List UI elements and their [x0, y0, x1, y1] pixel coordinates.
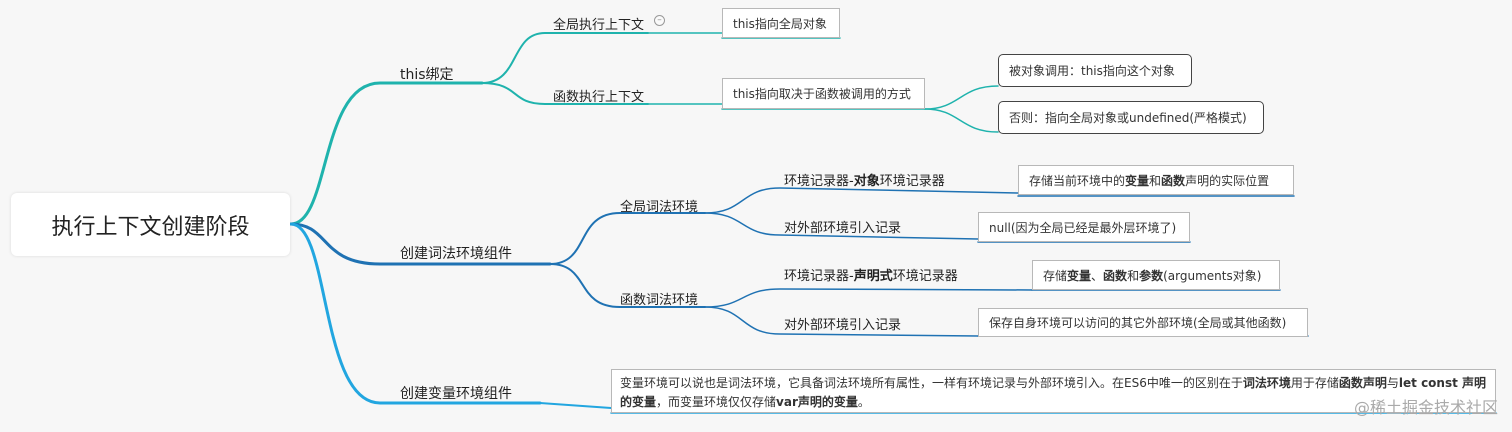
edge-lex-func	[549, 263, 706, 308]
note-global-outer-ref[interactable]: null(因为全局已经是最外层环境了)	[978, 212, 1190, 242]
edge-global-record	[704, 187, 1019, 214]
node-func-exec-ctx[interactable]: 函数执行上下文	[553, 90, 645, 105]
branch-var-label[interactable]: 创建变量环境组件	[400, 386, 512, 402]
edge-this-func	[481, 82, 649, 105]
edge-this-global	[481, 32, 649, 84]
edge-func-byobj	[924, 85, 999, 110]
edge-lex-global	[549, 212, 706, 265]
note-func-outer-ref[interactable]: 保存自身环境可以访问的其它外部环境(全局或其他函数)	[978, 308, 1308, 337]
edge-root-var	[289, 222, 542, 405]
note-called-by-object[interactable]: 被对象调用：this指向这个对象	[998, 54, 1192, 87]
note-func-this[interactable]: this指向取决于函数被调用的方式	[722, 78, 925, 109]
node-func-outer-ref[interactable]: 对外部环境引入记录	[784, 318, 902, 333]
node-func-lex-env[interactable]: 函数词法环境	[620, 293, 699, 308]
note-variable-env[interactable]: 变量环境可以说也是词法环境，它具备词法环境所有属性，一样有环境记录与外部环境引入…	[611, 369, 1496, 413]
node-global-outer-ref[interactable]: 对外部环境引入记录	[784, 221, 902, 236]
edge-root-lex	[289, 222, 552, 266]
watermark: @稀土掘金技术社区	[1353, 398, 1498, 417]
node-global-env-record[interactable]: 环境记录器-对象环境记录器	[784, 174, 945, 189]
branch-this-label[interactable]: this绑定	[400, 67, 454, 83]
edge-func-outer	[704, 306, 979, 337]
edge-func-record	[704, 288, 1033, 308]
note-func-env-record[interactable]: 存储变量、函数和参数(arguments对象)	[1032, 260, 1280, 290]
edge-func-otherwise	[924, 108, 999, 133]
node-global-lex-env[interactable]: 全局词法环境	[620, 200, 699, 215]
note-global-env-record[interactable]: 存储当前环境中的变量和函数声明的实际位置	[1018, 165, 1294, 195]
branch-lex-label[interactable]: 创建词法环境组件	[400, 246, 512, 262]
note-global-this[interactable]: this指向全局对象	[722, 8, 840, 38]
node-global-exec-ctx[interactable]: 全局执行上下文	[553, 18, 645, 33]
node-func-env-record[interactable]: 环境记录器-声明式环境记录器	[784, 269, 958, 284]
edge-var-note	[539, 402, 612, 409]
collapse-icon[interactable]: –	[654, 15, 665, 26]
edge-root-this	[289, 81, 484, 226]
root-node[interactable]: 执行上下文创建阶段	[11, 193, 290, 256]
edge-global-outer	[704, 212, 979, 240]
note-otherwise[interactable]: 否则：指向全局对象或undefined(严格模式)	[998, 101, 1264, 134]
